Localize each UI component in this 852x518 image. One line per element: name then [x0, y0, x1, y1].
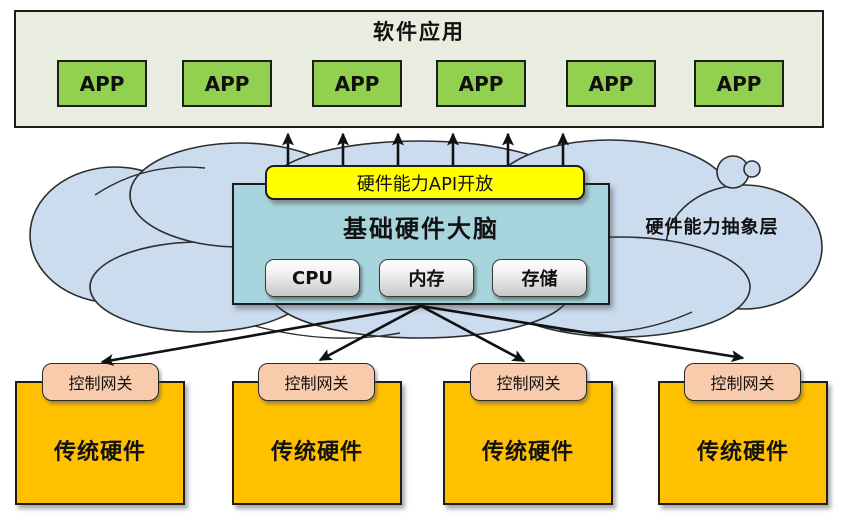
traditional-hardware-box: 传统硬件: [443, 381, 613, 505]
fan-arrow: [100, 304, 422, 366]
api-up-arrows: [282, 132, 569, 168]
hardware-brain-title: 基础硬件大脑: [343, 215, 499, 243]
control-gateway-box: 控制网关: [42, 363, 159, 401]
hardware-brain-box: 基础硬件大脑 CPU 内存 存储: [232, 183, 610, 305]
fan-arrow: [420, 304, 745, 363]
app-box: APP: [57, 60, 147, 107]
control-gateway-box: 控制网关: [684, 363, 801, 401]
control-gateway-box: 控制网关: [258, 363, 375, 401]
app-box: APP: [182, 60, 272, 107]
software-layer-title: 软件应用: [373, 20, 465, 44]
app-box: APP: [312, 60, 402, 107]
memory-chip: 内存: [379, 259, 474, 297]
fan-arrow: [318, 304, 422, 362]
traditional-hardware-box: 传统硬件: [232, 381, 402, 505]
cloud-bubble-large: [716, 155, 750, 189]
api-open-banner: 硬件能力API开放: [265, 165, 585, 200]
fan-arrow: [420, 304, 526, 363]
app-box: APP: [436, 60, 526, 107]
app-box: APP: [566, 60, 656, 107]
storage-chip: 存储: [492, 259, 587, 297]
control-gateway-box: 控制网关: [470, 363, 587, 401]
abstraction-layer-label: 硬件能力抽象层: [645, 217, 779, 238]
cloud-bubble-small: [743, 160, 761, 178]
cpu-chip: CPU: [265, 259, 360, 297]
software-layer-box: [14, 10, 824, 128]
app-box: APP: [694, 60, 784, 107]
brain-to-gateway-arrows: [100, 304, 745, 366]
